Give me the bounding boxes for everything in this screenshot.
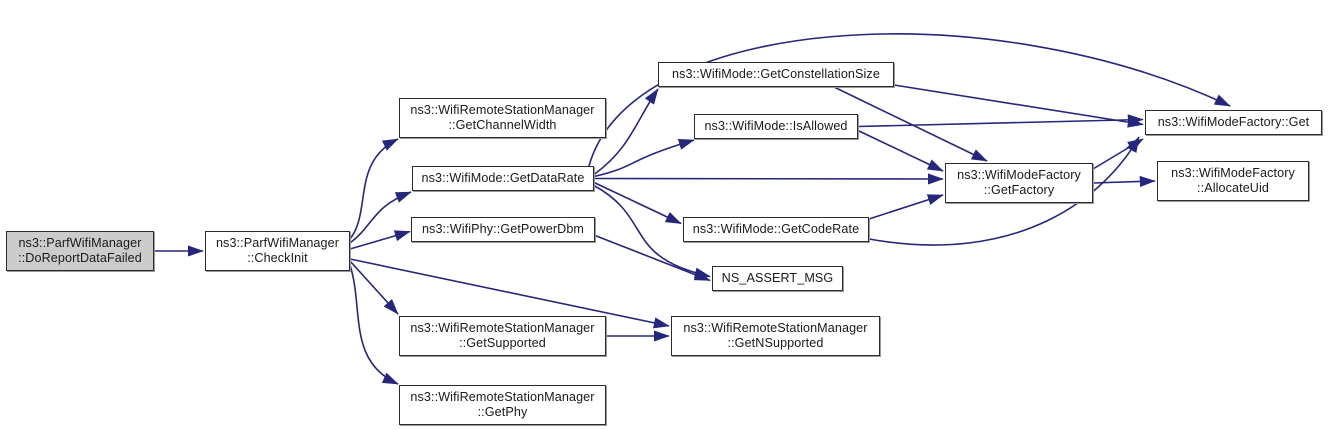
graph-node-getchannelwidth[interactable]: ns3::WifiRemoteStationManager ::GetChann… bbox=[399, 98, 606, 138]
edge-checkinit-to-getdatarate bbox=[349, 191, 412, 244]
edge-getdatarate-to-nsassertmsg bbox=[593, 184, 711, 279]
graph-node-label: ns3::WifiMode::GetCodeRate bbox=[692, 222, 860, 236]
graph-node-get[interactable]: ns3::WifiModeFactory::Get bbox=[1145, 110, 1322, 135]
graph-node-label: ns3::WifiRemoteStationManager ::GetPhy bbox=[410, 390, 595, 419]
graph-node-checkinit[interactable]: ns3::ParfWifiManager ::CheckInit bbox=[205, 231, 350, 271]
graph-node-getfactory[interactable]: ns3::WifiModeFactory ::GetFactory bbox=[945, 163, 1093, 203]
edge-getdatarate-to-getconstellationsize bbox=[593, 88, 659, 176]
graph-node-label: ns3::WifiRemoteStationManager ::GetSuppo… bbox=[410, 321, 595, 350]
graph-node-label: ns3::WifiMode::GetDataRate bbox=[421, 171, 585, 185]
graph-node-getconstellationsize[interactable]: ns3::WifiMode::GetConstellationSize bbox=[658, 62, 894, 87]
edge-getconstellationsize-to-get bbox=[893, 84, 1144, 128]
graph-node-getnsupported[interactable]: ns3::WifiRemoteStationManager ::GetNSupp… bbox=[671, 316, 880, 356]
graph-node-doreportdatafailed[interactable]: ns3::ParfWifiManager ::DoReportDataFaile… bbox=[6, 231, 154, 271]
edge-getfactory-to-allocateuid bbox=[1092, 175, 1156, 188]
edge-isallowed-to-get bbox=[857, 114, 1144, 128]
graph-node-label: ns3::ParfWifiManager ::DoReportDataFaile… bbox=[18, 236, 142, 265]
edge-getcoderate-to-get bbox=[868, 136, 1140, 246]
graph-node-label: ns3::WifiRemoteStationManager ::GetNSupp… bbox=[683, 321, 868, 350]
graph-node-isallowed[interactable]: ns3::WifiMode::IsAllowed bbox=[694, 114, 858, 139]
edge-checkinit-to-getpowerdbm bbox=[349, 230, 411, 250]
edge-getdatarate-to-get bbox=[587, 33, 1231, 171]
edge-getfactory-to-get bbox=[1092, 138, 1144, 170]
graph-node-label: ns3::WifiMode::IsAllowed bbox=[704, 119, 848, 133]
edge-isallowed-to-getfactory bbox=[857, 129, 944, 172]
graph-node-label: ns3::WifiRemoteStationManager ::GetChann… bbox=[410, 103, 595, 132]
graph-node-label: ns3::ParfWifiManager ::CheckInit bbox=[215, 236, 340, 265]
graph-node-label: ns3::WifiPhy::GetPowerDbm bbox=[421, 222, 585, 236]
edge-getdatarate-to-getcoderate bbox=[593, 181, 682, 225]
graph-node-getsupported[interactable]: ns3::WifiRemoteStationManager ::GetSuppo… bbox=[399, 316, 606, 356]
edge-checkinit-to-getchannelwidth bbox=[349, 138, 399, 240]
graph-node-label: ns3::WifiModeFactory ::AllocateUid bbox=[1171, 166, 1295, 195]
edge-getdatarate-to-isallowed bbox=[593, 139, 695, 178]
graph-node-label: ns3::WifiMode::GetConstellationSize bbox=[672, 67, 880, 81]
edge-getconstellationsize-to-getfactory bbox=[833, 86, 988, 162]
graph-node-getcoderate[interactable]: ns3::WifiMode::GetCodeRate bbox=[683, 217, 869, 242]
graph-node-label: ns3::WifiModeFactory::Get bbox=[1157, 115, 1310, 129]
edge-checkinit-to-getphy bbox=[349, 264, 399, 385]
graph-node-getdatarate[interactable]: ns3::WifiMode::GetDataRate bbox=[412, 166, 594, 191]
edge-getdatarate-to-getfactory bbox=[593, 173, 944, 185]
edge-getpowerdbm-to-nsassertmsg bbox=[594, 234, 711, 282]
edge-checkinit-to-getnsupported bbox=[349, 258, 670, 329]
edge-getcoderate-to-getfactory bbox=[868, 194, 944, 220]
graph-node-getpowerdbm[interactable]: ns3::WifiPhy::GetPowerDbm bbox=[411, 217, 595, 242]
graph-node-allocateuid[interactable]: ns3::WifiModeFactory ::AllocateUid bbox=[1157, 161, 1309, 201]
graph-node-nsassertmsg[interactable]: NS_ASSERT_MSG bbox=[712, 266, 843, 291]
graph-node-getphy[interactable]: ns3::WifiRemoteStationManager ::GetPhy bbox=[399, 385, 606, 425]
edge-checkinit-to-getsupported bbox=[349, 260, 399, 315]
graph-node-label: ns3::WifiModeFactory ::GetFactory bbox=[957, 168, 1081, 197]
graph-node-label: NS_ASSERT_MSG bbox=[721, 271, 834, 285]
